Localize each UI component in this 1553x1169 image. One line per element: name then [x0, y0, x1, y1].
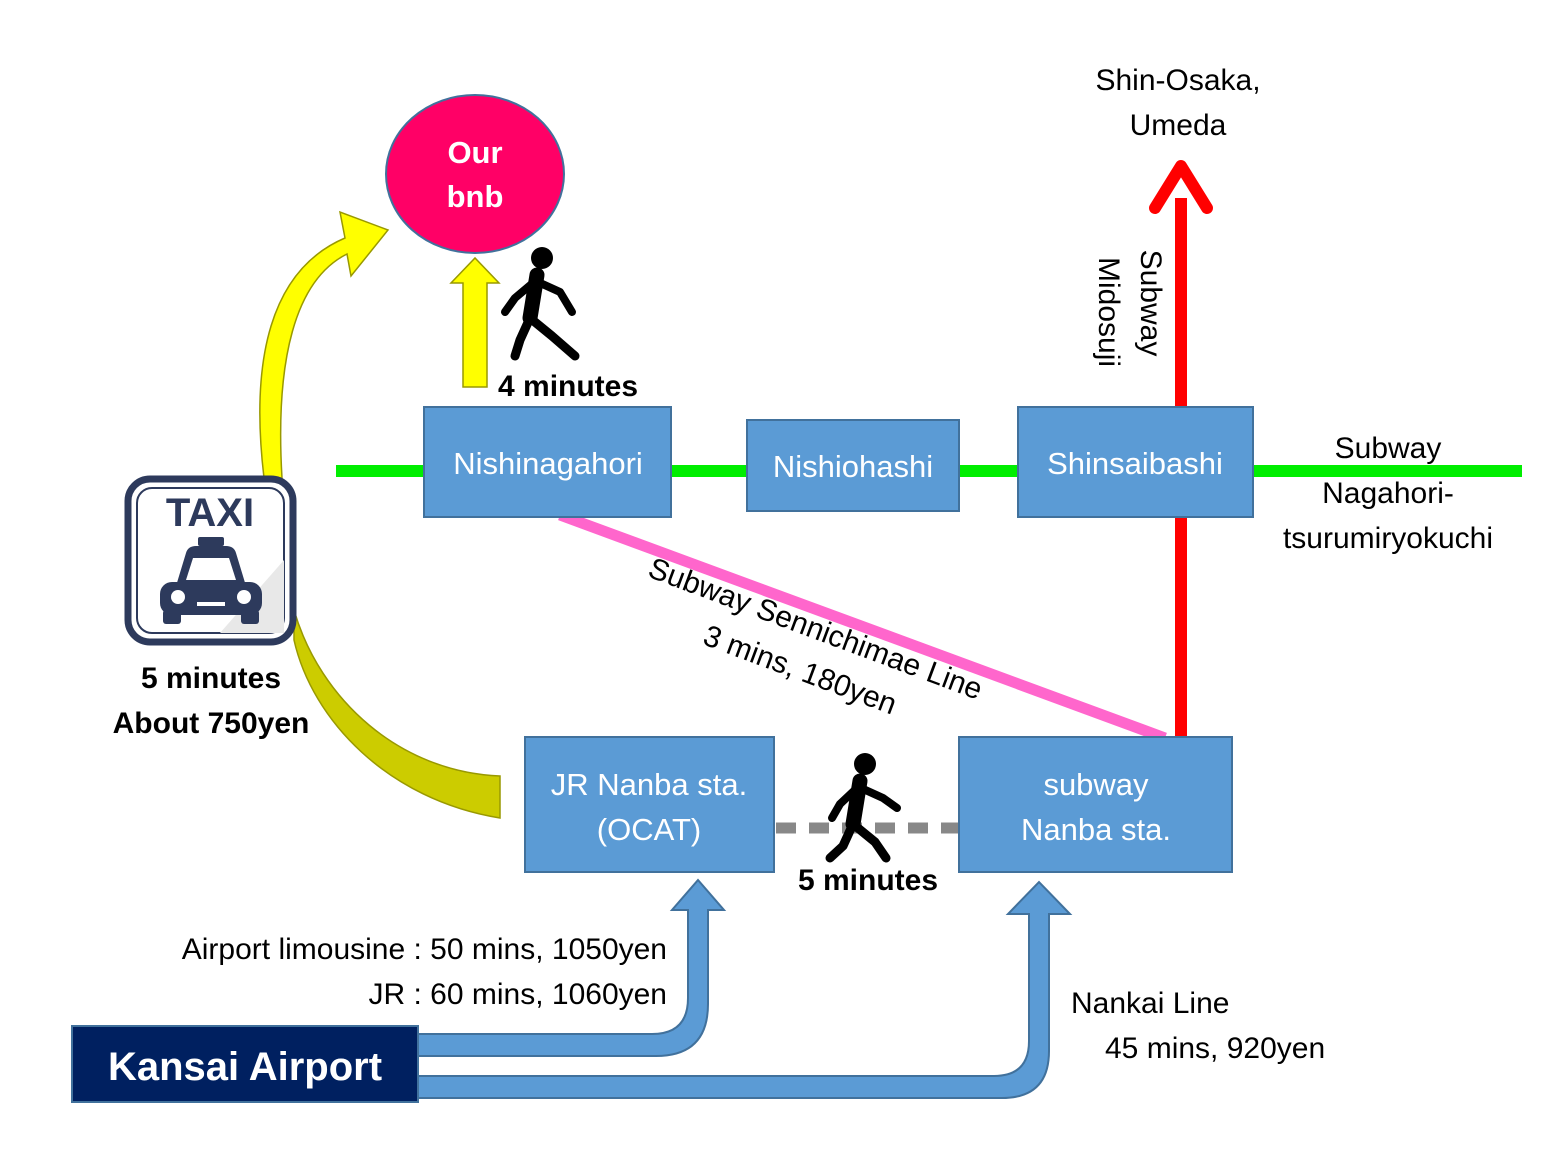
- walk-to-bnb-time: 4 minutes: [498, 370, 638, 403]
- our-bnb-label-1: Our: [447, 135, 502, 170]
- midosuji-destination-1: Shin-Osaka,: [1095, 64, 1260, 97]
- station-shinsaibashi: Shinsaibashi: [1017, 406, 1254, 518]
- station-jr-nanba-label-1: JR Nanba sta.: [551, 767, 747, 802]
- jr-route-label: JR : 60 mins, 1060yen: [369, 978, 668, 1011]
- kansai-airport-label: Kansai Airport: [108, 1045, 382, 1089]
- walk-transfer-time: 5 minutes: [798, 864, 938, 897]
- kansai-airport-box: [71, 1025, 419, 1103]
- station-nishinagahori: Nishinagahori: [423, 406, 672, 518]
- taxi-fare: About 750yen: [113, 707, 310, 740]
- nankai-route-name: Nankai Line: [1071, 987, 1229, 1020]
- midosuji-arrowhead: [1149, 160, 1213, 214]
- our-bnb-label-2: bnb: [447, 179, 504, 214]
- airport-route-to-subway-nanba: [417, 880, 1073, 1099]
- station-nishiohashi: Nishiohashi: [746, 419, 960, 512]
- station-subway-nanba-label-1: subway: [1043, 767, 1149, 802]
- midosuji-line-label-1: Subway: [1134, 250, 1167, 357]
- taxi-icon: TAXI: [124, 475, 297, 646]
- midosuji-line-label-2: Midosuji: [1092, 257, 1125, 367]
- taxi-time: 5 minutes: [141, 662, 281, 695]
- our-bnb-marker: [385, 94, 565, 254]
- taxi-arrow-to-bnb: [259, 210, 390, 479]
- station-jr-nanba-label-2: (OCAT): [597, 812, 701, 847]
- walking-person-transfer-icon: [825, 753, 901, 863]
- taxi-sign: TAXI: [166, 491, 254, 535]
- midosuji-destination-2: Umeda: [1130, 109, 1227, 142]
- station-shinsaibashi-label: Shinsaibashi: [1047, 446, 1223, 481]
- nagahori-line-label-2: Nagahori-: [1322, 477, 1454, 510]
- limousine-route-label: Airport limousine : 50 mins, 1050yen: [182, 933, 667, 966]
- station-nishiohashi-label: Nishiohashi: [773, 449, 933, 484]
- nankai-route-detail: 45 mins, 920yen: [1105, 1032, 1325, 1065]
- walk-to-bnb-arrow: [449, 256, 501, 388]
- station-nishinagahori-label: Nishinagahori: [453, 446, 643, 481]
- sennichimae-line: [558, 509, 1167, 744]
- station-subway-nanba-label-2: Nanba sta.: [1021, 812, 1171, 847]
- station-jr-nanba: JR Nanba sta. (OCAT): [524, 736, 775, 873]
- walking-person-icon: [501, 247, 580, 361]
- nagahori-line-label-3: tsurumiryokuchi: [1283, 522, 1493, 555]
- taxi-arrow-from-nanba: [293, 609, 501, 819]
- nagahori-line-label-1: Subway: [1335, 432, 1442, 465]
- airport-route-to-jr-nanba: [417, 878, 727, 1057]
- station-subway-nanba: subway Nanba sta.: [958, 736, 1233, 873]
